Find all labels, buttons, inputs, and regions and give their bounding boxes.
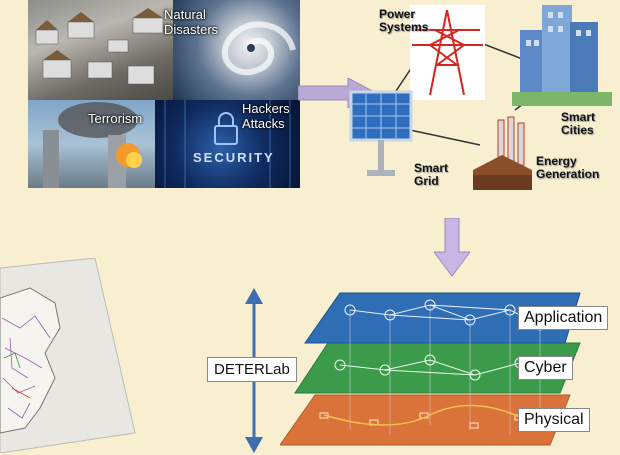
energy-generation-label: Energy Generation — [536, 154, 600, 181]
hurricane-image — [173, 0, 300, 100]
smart-cities-label: Smart Cities — [561, 110, 596, 137]
solar-panel-image — [345, 88, 417, 183]
solar-panel-icon — [349, 90, 413, 176]
hackers-attacks-label: Hackers Attacks — [242, 101, 290, 131]
buildings-icon — [512, 5, 612, 106]
natural-disasters-image — [28, 0, 173, 100]
natural-disasters-label: Natural Disasters — [164, 7, 219, 37]
power-grid-map — [0, 258, 140, 453]
security-word: SECURITY — [193, 150, 275, 165]
terrorism-label: Terrorism — [88, 111, 143, 126]
grid-map-illustration — [0, 258, 136, 453]
debris-illustration — [35, 8, 164, 85]
power-tower-icon — [412, 9, 483, 96]
hackers-attacks-image: SECURITY — [155, 100, 300, 188]
deterlab-label: DETERLab — [207, 357, 297, 382]
smart-cities-image — [512, 0, 612, 108]
cyber-layer-label: Cyber — [518, 356, 573, 380]
physical-layer-label: Physical — [518, 408, 590, 432]
power-plant-icon — [473, 116, 532, 190]
smart-grid-label: Smart Grid — [414, 161, 449, 188]
power-systems-label: Power Systems — [379, 7, 429, 34]
power-tower-image — [410, 5, 485, 100]
hurricane-spiral — [221, 21, 296, 76]
physical-layer-plane — [280, 394, 571, 446]
security-lock — [164, 100, 291, 188]
towers-smoke — [43, 102, 142, 188]
terrorism-image — [28, 100, 155, 188]
energy-generation-image — [468, 115, 536, 195]
grid-to-layers-arrow — [434, 218, 470, 277]
application-layer-label: Application — [518, 306, 609, 330]
